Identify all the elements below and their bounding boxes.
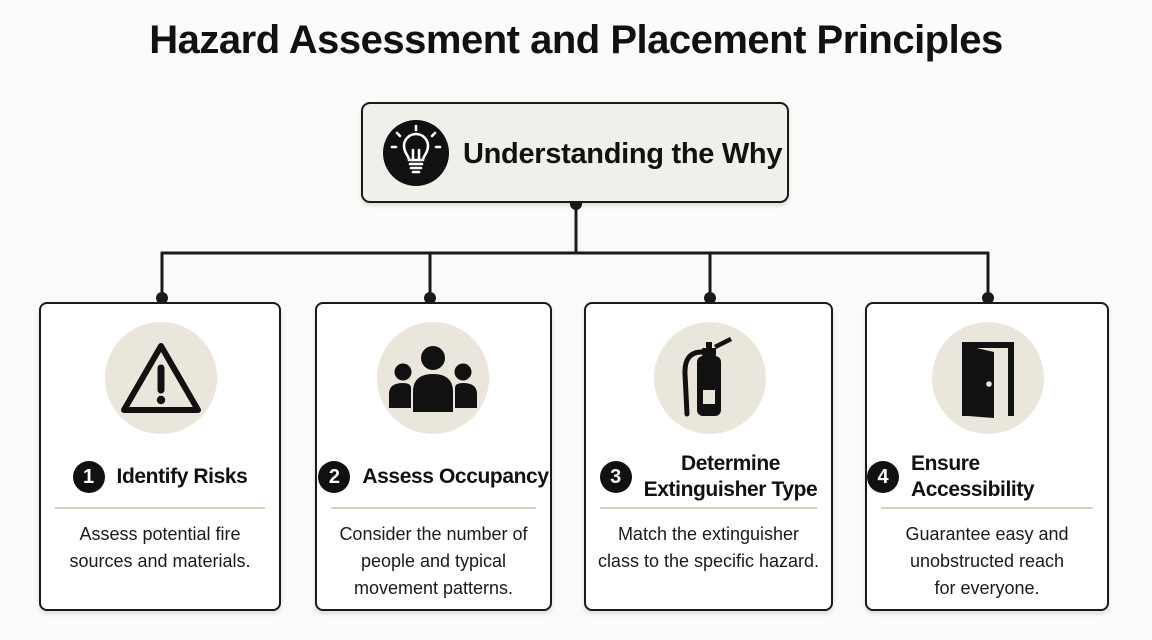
fire-extinguisher-icon [654, 322, 766, 434]
open-door-icon [932, 322, 1044, 434]
step-heading: 1 Identify Risks [41, 449, 279, 505]
warning-triangle-icon [105, 322, 217, 434]
step-title: Ensure Accessibility [911, 452, 1035, 501]
step-number-badge: 2 [318, 461, 351, 493]
connector-dot-1 [156, 292, 168, 304]
step-title: Identify Risks [116, 465, 248, 488]
step-heading: 2 Assess Occupancy [317, 449, 550, 505]
lightbulb-icon [383, 120, 449, 186]
people-group-icon [377, 322, 489, 434]
step-title: Determine Extinguisher Type [643, 452, 818, 501]
step-card-ensure-accessibility: 4 Ensure Accessibility Guarantee easy an… [865, 302, 1109, 611]
step-card-identify-risks: 1 Identify Risks Assess potential fire s… [39, 302, 281, 611]
step-divider [600, 507, 817, 509]
step-card-determine-extinguisher-type: 3 Determine Extinguisher Type Match the … [584, 302, 833, 611]
connector-dot-3 [704, 292, 716, 304]
connector-dot-4 [982, 292, 994, 304]
step-number-badge: 3 [599, 461, 632, 493]
root-label: Understanding the Why [463, 138, 783, 170]
step-number-badge: 4 [867, 461, 899, 493]
step-title: Assess Occupancy [362, 465, 549, 488]
root-node: Understanding the Why [361, 102, 789, 203]
page-title: Hazard Assessment and Placement Principl… [149, 18, 1003, 62]
step-description: Consider the number of people and typica… [339, 524, 528, 598]
step-divider [331, 507, 536, 509]
step-description: Match the extinguisher class to the spec… [597, 524, 820, 571]
step-description: Guarantee easy and unobstructed reach fo… [905, 524, 1069, 598]
step-card-assess-occupancy: 2 Assess Occupancy Consider the number o… [315, 302, 552, 611]
step-description: Assess potential fire sources and materi… [69, 524, 251, 571]
step-heading: 4 Ensure Accessibility [867, 449, 1107, 505]
step-heading: 3 Determine Extinguisher Type [586, 449, 831, 505]
step-divider [881, 507, 1093, 509]
step-divider [55, 507, 265, 509]
connector-dot-2 [424, 292, 436, 304]
step-number-badge: 1 [72, 461, 105, 493]
